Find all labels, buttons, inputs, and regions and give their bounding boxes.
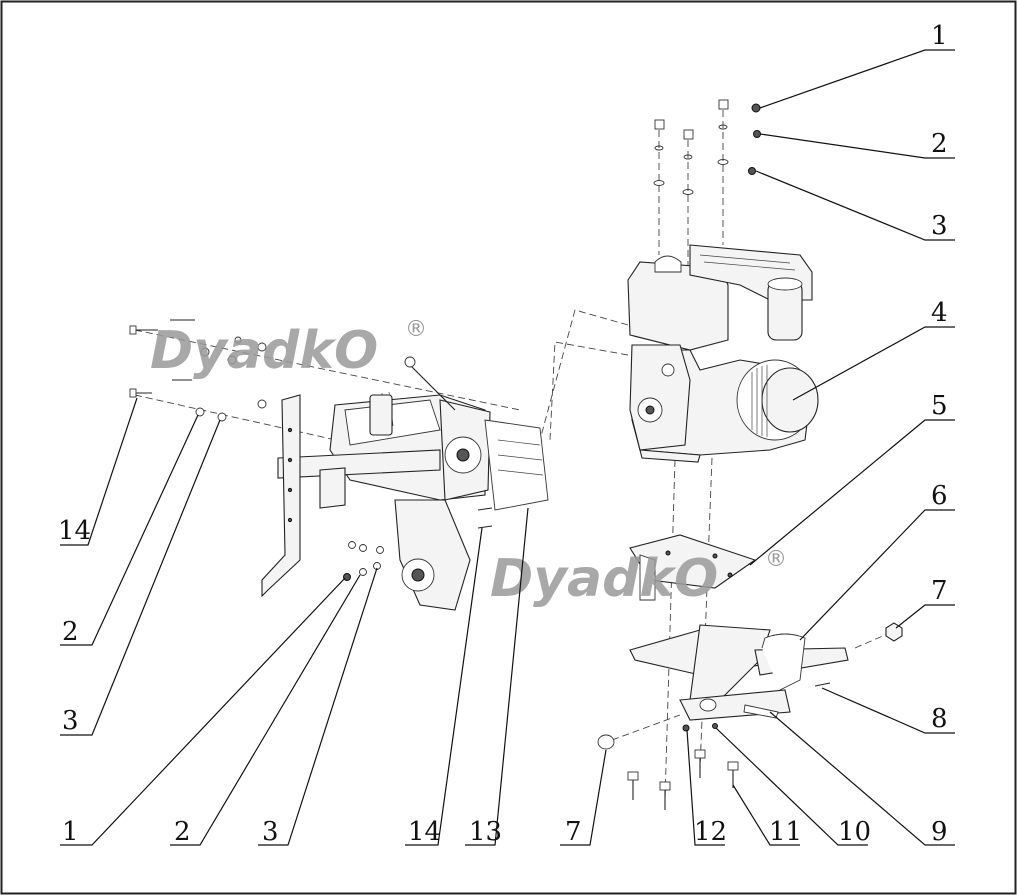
callout-label: 6 [931,481,948,511]
mount-plate [629,534,757,601]
frame-bracket [597,622,903,810]
callout-label: 14 [408,817,441,847]
callouts-left: 14 2 3 1 2 3 14 13 [58,397,529,847]
callout-label: 7 [565,817,582,847]
callout-label: 1 [62,817,79,847]
watermark-reg-bottom: ® [765,547,787,572]
callout-label: 3 [262,817,279,847]
callout-label: 8 [931,704,948,734]
callout-label: 10 [838,817,871,847]
callout-label: 11 [769,817,802,847]
callout-label: 5 [931,391,948,421]
callout-label: 2 [62,617,79,647]
gearbox-assembly [129,319,549,611]
watermark-text-bottom: DyadkO [490,549,718,609]
callout-label: 3 [62,706,79,736]
callout-label: 4 [931,298,948,328]
watermark-top: DyadkO ® [150,317,427,381]
callout-label: 3 [931,211,948,241]
callout-label: 1 [931,21,948,51]
callout-label: 13 [469,817,502,847]
callout-label: 12 [694,817,727,847]
callouts-right: 1 2 3 4 5 6 7 8 9 10 11 12 7 [560,21,955,847]
watermark-bottom: DyadkO ® [490,547,787,609]
watermark-reg-top: ® [405,317,427,342]
callout-label: 2 [931,129,948,159]
engine-bolts [653,99,761,265]
engine-assembly [627,244,819,463]
callout-label: 14 [58,516,91,546]
callout-label: 2 [174,817,191,847]
watermark-text-top: DyadkO [150,321,378,381]
callout-label: 7 [931,576,948,606]
callout-label: 9 [931,817,948,847]
